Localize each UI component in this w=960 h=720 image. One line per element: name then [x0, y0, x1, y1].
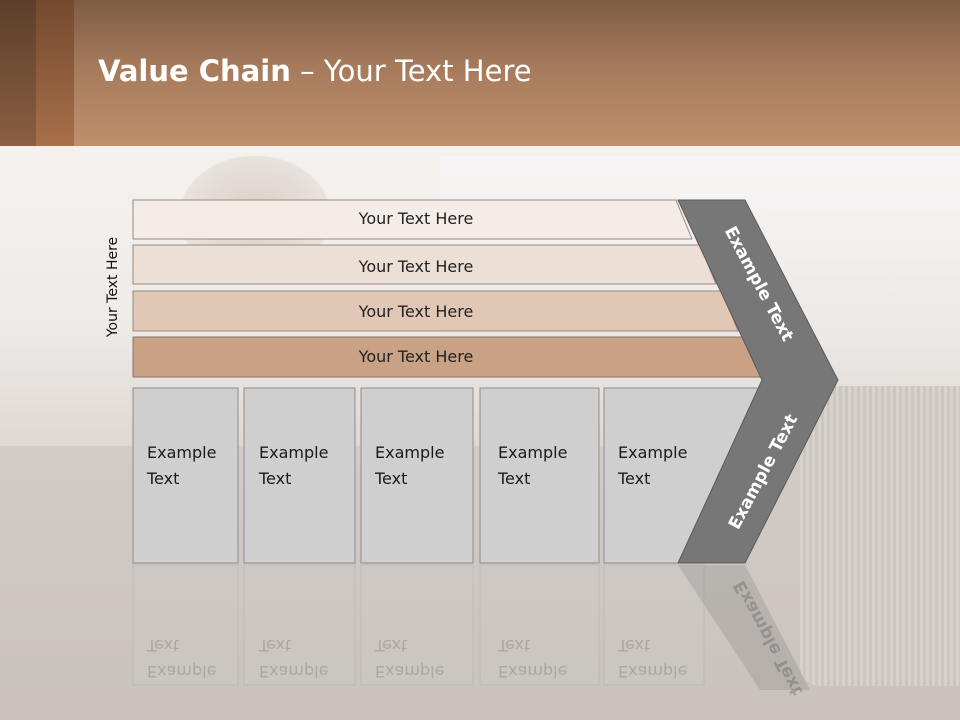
bar-shape-2 [132, 244, 717, 285]
box-label-reflection: Example Text [498, 632, 567, 684]
bar-label-3: Your Text Here [358, 302, 474, 321]
box-label-line: Example [498, 443, 568, 462]
box-label-1: Example Text [147, 440, 216, 492]
reflection-line: Text [618, 636, 651, 655]
box-reflections [132, 564, 705, 686]
slide-title: Value Chain – Your Text Here [98, 54, 532, 88]
header-band: Value Chain – Your Text Here [0, 0, 960, 146]
box-label-line: Text [375, 469, 408, 488]
chevron-shape [677, 199, 839, 564]
box-label-reflection: Example Text [375, 632, 444, 684]
side-label: Your Text Here [105, 236, 121, 338]
header-stripe [36, 0, 74, 146]
reflection-line: Example [618, 662, 688, 681]
bar-label-1: Your Text Here [358, 209, 474, 228]
reflection-line: Example [375, 662, 445, 681]
title-rest: – Your Text Here [290, 54, 532, 88]
box-label-reflection: Example Text [618, 632, 687, 684]
bar-shape-3 [132, 290, 739, 332]
bar-label-2: Your Text Here [358, 257, 474, 276]
chevron-reflection [678, 565, 810, 690]
bar-shape-1 [132, 199, 693, 240]
box-shape-1 [132, 387, 239, 564]
reflection-line: Text [147, 636, 180, 655]
box-shape-4 [479, 387, 600, 564]
box-shape-2 [243, 387, 356, 564]
reflection-line: Text [375, 636, 408, 655]
box-label-line: Example [375, 443, 445, 462]
reflection-line: Text [259, 636, 292, 655]
box-label-2: Example Text [259, 440, 328, 492]
box-label-line: Text [147, 469, 180, 488]
reflection-line: Example [147, 662, 217, 681]
box-shape-3 [360, 387, 474, 564]
box-label-line: Example [618, 443, 688, 462]
box-label-line: Example [259, 443, 329, 462]
bar-label-4: Your Text Here [358, 347, 474, 366]
box-label-line: Text [618, 469, 651, 488]
title-bold: Value Chain [98, 54, 291, 88]
box-label-reflection: Example Text [147, 632, 216, 684]
photo-pillow [800, 386, 960, 686]
reflection-line: Example [498, 662, 568, 681]
box-label-line: Text [498, 469, 531, 488]
box-label-3: Example Text [375, 440, 444, 492]
reflection-line: Example [259, 662, 329, 681]
box-label-4: Example Text [498, 440, 567, 492]
reflection-line: Text [498, 636, 531, 655]
box-label-5: Example Text [618, 440, 687, 492]
header-stripe [0, 0, 36, 146]
box-label-reflection: Example Text [259, 632, 328, 684]
box-label-line: Text [259, 469, 292, 488]
box-label-line: Example [147, 443, 217, 462]
